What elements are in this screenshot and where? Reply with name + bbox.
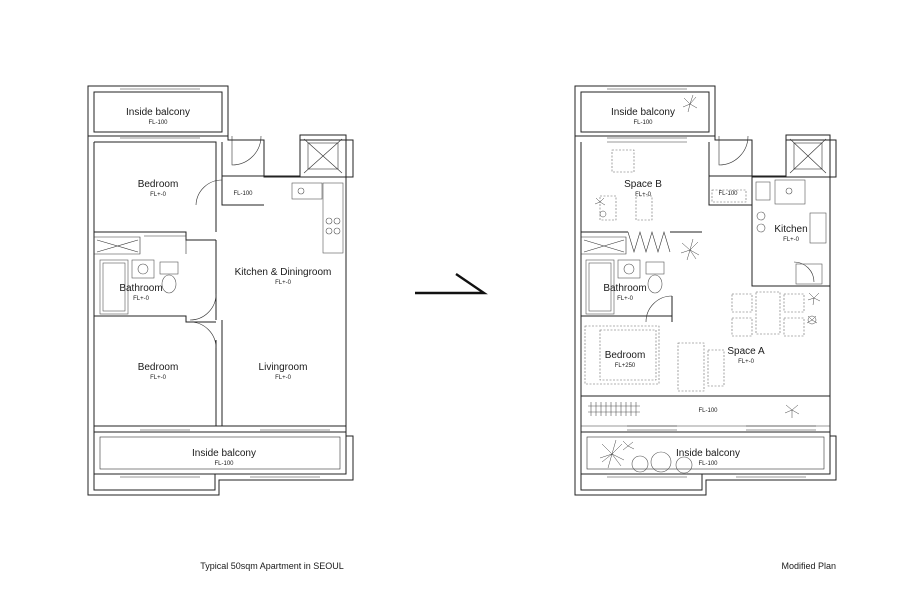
- right-room-kitchen: Kitchen FL+-0: [774, 224, 807, 243]
- right-room-corridor: FL-100: [718, 191, 738, 197]
- room-name: Bedroom: [138, 362, 179, 373]
- left-room-balcony-top: Inside balcony FL-100: [126, 107, 190, 126]
- room-level: FL-100: [698, 408, 718, 414]
- room-level: FL+-0: [150, 375, 167, 381]
- room-level: FL+250: [615, 363, 636, 369]
- room-level: FL-100: [214, 461, 234, 467]
- plant-icon: [807, 292, 821, 306]
- room-level: FL+-0: [635, 192, 652, 198]
- room-name: Bathroom: [119, 283, 162, 294]
- room-level: FL-100: [633, 120, 653, 126]
- plant-icon: [594, 197, 607, 218]
- right-fixtures: [584, 149, 827, 474]
- room-level: FL-100: [233, 191, 253, 197]
- room-name: Bathroom: [603, 283, 646, 294]
- left-room-balcony-bottom: Inside balcony FL-100: [192, 448, 256, 467]
- room-name: Bedroom: [605, 350, 646, 361]
- right-room-space-a: Space A FL+-0: [727, 346, 765, 365]
- room-level: FL+-0: [275, 280, 292, 286]
- right-room-balcony-top: Inside balcony FL-100: [611, 107, 675, 126]
- plant-icon: [599, 439, 635, 469]
- plant-icon: [680, 238, 700, 261]
- room-level: FL+-0: [738, 359, 755, 365]
- transform-arrow-icon: [415, 273, 488, 295]
- room-name: Inside balcony: [611, 107, 675, 118]
- left-room-bedroom-2: Bedroom FL+-0: [138, 362, 179, 381]
- left-room-bathroom: Bathroom FL+-0: [119, 283, 162, 302]
- right-plan-caption: Modified Plan: [781, 561, 836, 571]
- room-name: Livingroom: [259, 362, 308, 373]
- plant-icon: [784, 404, 800, 418]
- left-plan-caption: Typical 50sqm Apartment in SEOUL: [200, 561, 344, 571]
- room-name: Inside balcony: [126, 107, 190, 118]
- left-plan: Inside balcony FL-100 Bedroom FL+-0 FL-1…: [87, 85, 354, 571]
- room-level: FL-100: [148, 120, 168, 126]
- room-level: FL+-0: [133, 296, 150, 302]
- room-name: Kitchen: [774, 224, 807, 235]
- right-room-bathroom: Bathroom FL+-0: [603, 283, 646, 302]
- right-room-balcony-bottom: Inside balcony FL-100: [676, 448, 740, 467]
- room-level: FL+-0: [617, 296, 634, 302]
- room-level: FL+-0: [275, 375, 292, 381]
- room-name: Space B: [624, 179, 662, 190]
- room-name: Space A: [727, 346, 765, 357]
- left-walls: [87, 85, 354, 496]
- right-room-space-b: Space B FL+-0: [624, 179, 662, 198]
- room-level: FL-100: [698, 461, 718, 467]
- left-fixtures: [99, 182, 344, 315]
- plant-icon: [806, 315, 818, 325]
- room-name: Inside balcony: [676, 448, 740, 459]
- left-room-corridor: FL-100: [233, 191, 253, 197]
- right-plants: [594, 94, 821, 469]
- right-walls: [574, 85, 837, 496]
- right-room-strip: FL-100: [698, 408, 718, 414]
- right-labels: Inside balcony FL-100 Space B FL+-0 FL-1…: [603, 107, 807, 467]
- plant-icon: [682, 94, 698, 113]
- room-level: FL+-0: [150, 192, 167, 198]
- room-name: Bedroom: [138, 179, 179, 190]
- room-level: FL+-0: [783, 237, 800, 243]
- left-room-livingroom: Livingroom FL+-0: [259, 362, 308, 381]
- room-name: Kitchen & Diningroom: [235, 267, 332, 278]
- left-labels: Inside balcony FL-100 Bedroom FL+-0 FL-1…: [119, 107, 331, 467]
- room-name: Inside balcony: [192, 448, 256, 459]
- room-level: FL-100: [718, 191, 738, 197]
- right-plan: Inside balcony FL-100 Space B FL+-0 FL-1…: [574, 85, 837, 571]
- right-room-bedroom: Bedroom FL+250: [605, 350, 646, 369]
- left-room-bedroom-1: Bedroom FL+-0: [138, 179, 179, 198]
- left-room-kitchen-dining: Kitchen & Diningroom FL+-0: [235, 267, 332, 286]
